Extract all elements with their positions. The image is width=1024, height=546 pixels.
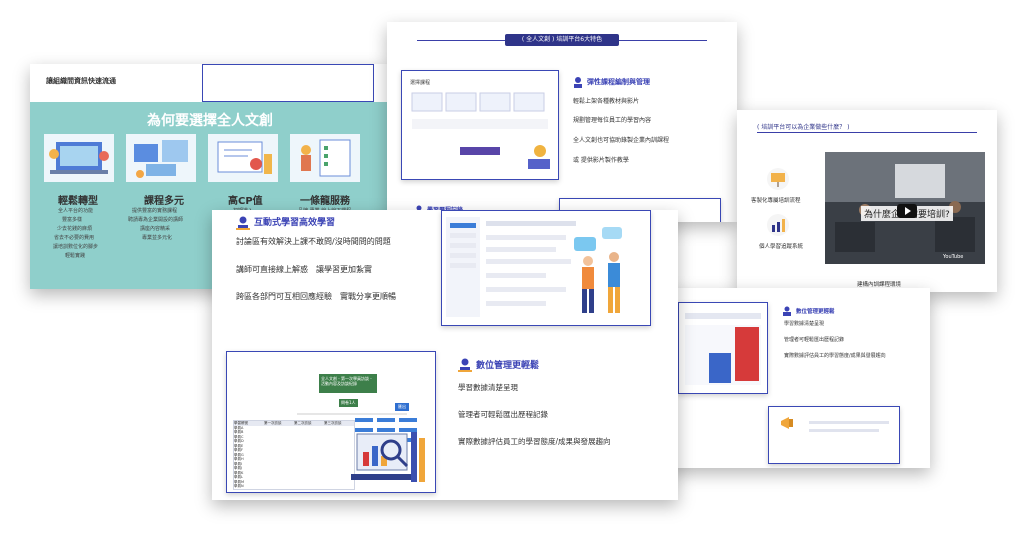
slide1-mini-window — [202, 64, 374, 102]
table-header-cell: 學習帳號 — [234, 421, 248, 425]
table-row: 學員N — [234, 484, 244, 488]
slide-digital-management: 數位管理更輕鬆 學習數據清楚呈現 管理者可輕鬆匯出歷程記錄 實際數據評估員工的學… — [668, 288, 930, 468]
table-row: 學員M — [234, 479, 245, 484]
illustration-checklist — [290, 134, 360, 182]
chart-header: 全人文創 - 第一次學員訪談 - 活動內容及訪談紀錄 — [319, 374, 377, 393]
table-row: 學員A — [234, 425, 244, 430]
slide1-col1-line: 豐富多樣 — [62, 217, 83, 223]
data-table: 學習帳號 第一次訪談 第二次訪談 第三次訪談 學員A 學員B 學員C 學員D 學… — [233, 420, 355, 490]
slide1-col1-line: 讓培訓數位化的腳步 — [53, 244, 99, 250]
slide3-header: ( 培訓平台可以為企業做些什麼？ ) — [757, 124, 850, 131]
bar-chart-icon — [767, 214, 789, 236]
table-header-cell: 第一次訪談 — [264, 421, 282, 425]
slide1-col2-title: 課程多元 — [144, 196, 184, 207]
slide1-col2-line: 專業並多元化 — [142, 235, 173, 241]
slide5-feature1-line: 討論區有效解決上課不敢問/沒時間問的問題 — [236, 237, 391, 246]
slide1-col1-line: 輕鬆實踐 — [65, 253, 86, 259]
illustration-certificate — [208, 134, 278, 182]
play-icon[interactable] — [897, 204, 917, 218]
megaphone-icon — [781, 417, 793, 429]
table-row: 學員D — [234, 439, 244, 443]
slide4-table-screenshot — [678, 302, 768, 394]
slide1-col1-title: 輕鬆轉型 — [58, 196, 98, 207]
slide1-col2-line: 提供豐富的實務課程 — [132, 208, 178, 214]
table-row: 學員G — [234, 452, 244, 457]
table-row: 學員I — [234, 461, 243, 466]
slide4-feature-title: 數位管理更輕鬆 — [796, 309, 835, 315]
slide1-col3-title: 高CP值 — [228, 196, 263, 207]
table-row: 學員H — [234, 457, 244, 461]
slide3-item: 個人學習追蹤系統 — [759, 244, 804, 250]
slide1-top-caption: 讓組織間資訊快速流通 — [46, 77, 116, 85]
slide5-data-screenshot: 全人文創 - 第一次學員訪談 - 活動內容及訪談紀錄 問卷1人 匯出 學習帳號 … — [226, 351, 436, 493]
slide4-line: 學習數據清楚呈現 — [784, 321, 825, 327]
slide5-feature2-title: 數位管理更輕鬆 — [476, 361, 540, 371]
slide3-footer-caption: 建構內訓課程環境 — [857, 282, 902, 288]
slide2-feature1-line: 規劃管理每位員工的學習內容 — [573, 117, 652, 124]
slide5-feature1-icon — [236, 216, 250, 230]
illustration-screens — [126, 134, 196, 182]
youtube-label[interactable]: YouTube — [943, 254, 964, 260]
table-row: 學員F — [234, 448, 244, 452]
slide2-feature1-title: 彈性課程編制與管理 — [587, 78, 650, 86]
chart-sub: 問卷1人 — [339, 399, 358, 407]
slide1-col4-title: 一條龍服務 — [300, 196, 350, 207]
export-button[interactable]: 匯出 — [395, 403, 409, 411]
slide5-feature1-line: 講師可直接線上解惑 讓學習更加紮實 — [236, 265, 372, 274]
table-row: 學員K — [234, 470, 244, 475]
table-row: 學員B — [234, 430, 244, 434]
table-row: 學員L — [234, 475, 243, 479]
table-header-cell: 第三次訪談 — [324, 421, 342, 425]
slide5-feature2-line: 實際數據評估員工的學習態度/成果與發展趨向 — [458, 437, 611, 446]
slide5-feature2-line: 學習數據清楚呈現 — [458, 383, 518, 392]
presentation-board-icon — [767, 168, 789, 190]
analytics-monitor-illustration — [351, 432, 425, 482]
slide1-col2-line: 聘請專為企業開設的講師 — [128, 217, 184, 223]
slide-interactive-learning: 互動式學習高效學習 討論區有效解決上課不敢問/沒時間問的問題 講師可直接線上解惑… — [212, 210, 678, 500]
slide2-course-screenshot: 選擇課程 — [401, 70, 559, 180]
slide4-line: 實際數據評估員工的學習態度/成果與發展趨向 — [784, 353, 886, 359]
slide1-banner-title: 為何要選擇全人文創 — [147, 113, 273, 129]
slide2-header-pill: ( 全人文創 ) 培訓平台6大特色 — [505, 34, 619, 46]
slide5-feature2-line: 管理者可輕鬆匯出歷程記錄 — [458, 410, 548, 419]
slide1-col1-line: 省去不必要的費用 — [54, 235, 95, 241]
table-row: 學員E — [234, 443, 244, 448]
slide5-feature1-title: 互動式學習高效學習 — [254, 218, 336, 228]
table-row: 學員J — [234, 466, 243, 470]
slide5-discussion-screenshot — [441, 210, 651, 326]
slide4-feature-icon — [783, 306, 791, 316]
video-player[interactable]: 為什麼企業需要培訓? YouTube — [825, 152, 985, 264]
slide2-feature1-line: 全人文創也可協助錄製企業內訓課程 — [573, 137, 670, 144]
table-header-cell: 第二次訪談 — [294, 421, 312, 425]
slide2-feature1-line: 或 提供影片製作教學 — [573, 157, 629, 164]
slide2-feature1-icon — [574, 77, 582, 88]
slide3-header-line — [757, 132, 977, 133]
slide1-col2-line: 講座內容精采 — [140, 226, 171, 232]
slide5-feature1-line: 跨區各部門可互相回應經驗 實戰分享更順暢 — [236, 292, 396, 301]
slide-six-features: ( 全人文創 ) 培訓平台6大特色 選擇課程 彈性課程編制與管理 輕鬆上架各種教… — [387, 22, 737, 222]
slide3-item: 客製化專屬培訓流程 — [751, 198, 801, 204]
slide4-bottom-window — [768, 406, 900, 464]
slide-platform-benefits: ( 培訓平台可以為企業做些什麼？ ) 客製化專屬培訓流程 個人學習追蹤系統 為什… — [737, 110, 997, 292]
chat-people-illustration — [574, 227, 622, 313]
slide1-col1-line: 全人平台的功能 — [58, 208, 94, 214]
slide5-feature2-icon — [458, 358, 472, 372]
table-row: 學員C — [234, 434, 244, 439]
slide2-feature1-line: 輕鬆上架各種教材與影片 — [573, 98, 640, 105]
illustration-laptop — [44, 134, 114, 182]
slide1-col1-line: 少去花錢的麻煩 — [57, 226, 93, 232]
slide4-line: 管理者可輕鬆匯出歷程記錄 — [784, 337, 845, 343]
